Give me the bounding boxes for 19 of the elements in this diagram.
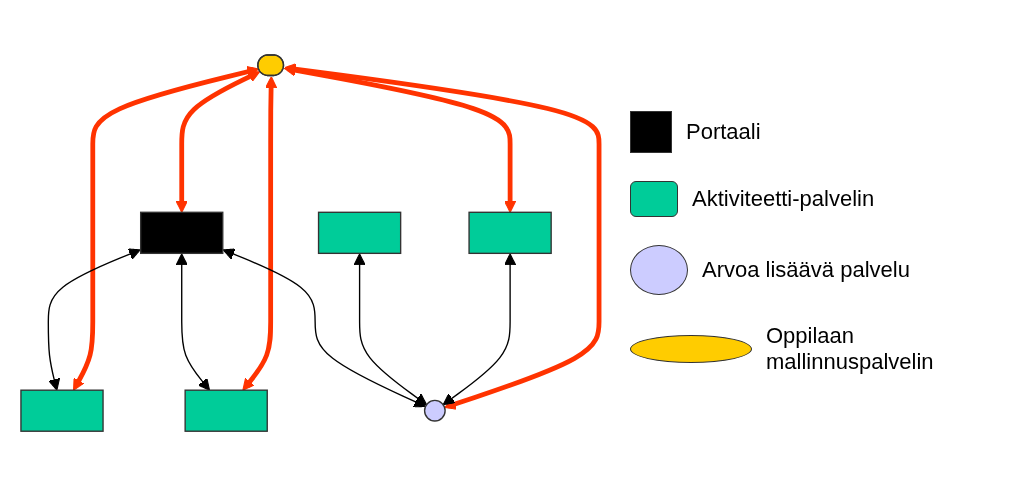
legend-label: Aktiviteetti-palvelin (692, 186, 875, 212)
node-box (184, 389, 268, 432)
node-circle (423, 399, 446, 422)
arrow (442, 253, 517, 406)
node-box (468, 211, 552, 254)
arrow (353, 253, 428, 406)
arrow (73, 65, 259, 391)
arrow (175, 70, 261, 213)
arrow (47, 248, 141, 391)
legend-label: Oppilaan mallinnuspalvelin (766, 323, 935, 375)
arrow (175, 253, 211, 391)
node-box (317, 211, 402, 254)
arrow (284, 63, 602, 410)
legend-label: Arvoa lisäävä palvelu (702, 257, 910, 283)
legend-label: Portaali (686, 119, 761, 145)
node-box (140, 211, 224, 254)
arrow (242, 76, 278, 391)
node-box (20, 389, 104, 432)
arrow (222, 248, 427, 408)
